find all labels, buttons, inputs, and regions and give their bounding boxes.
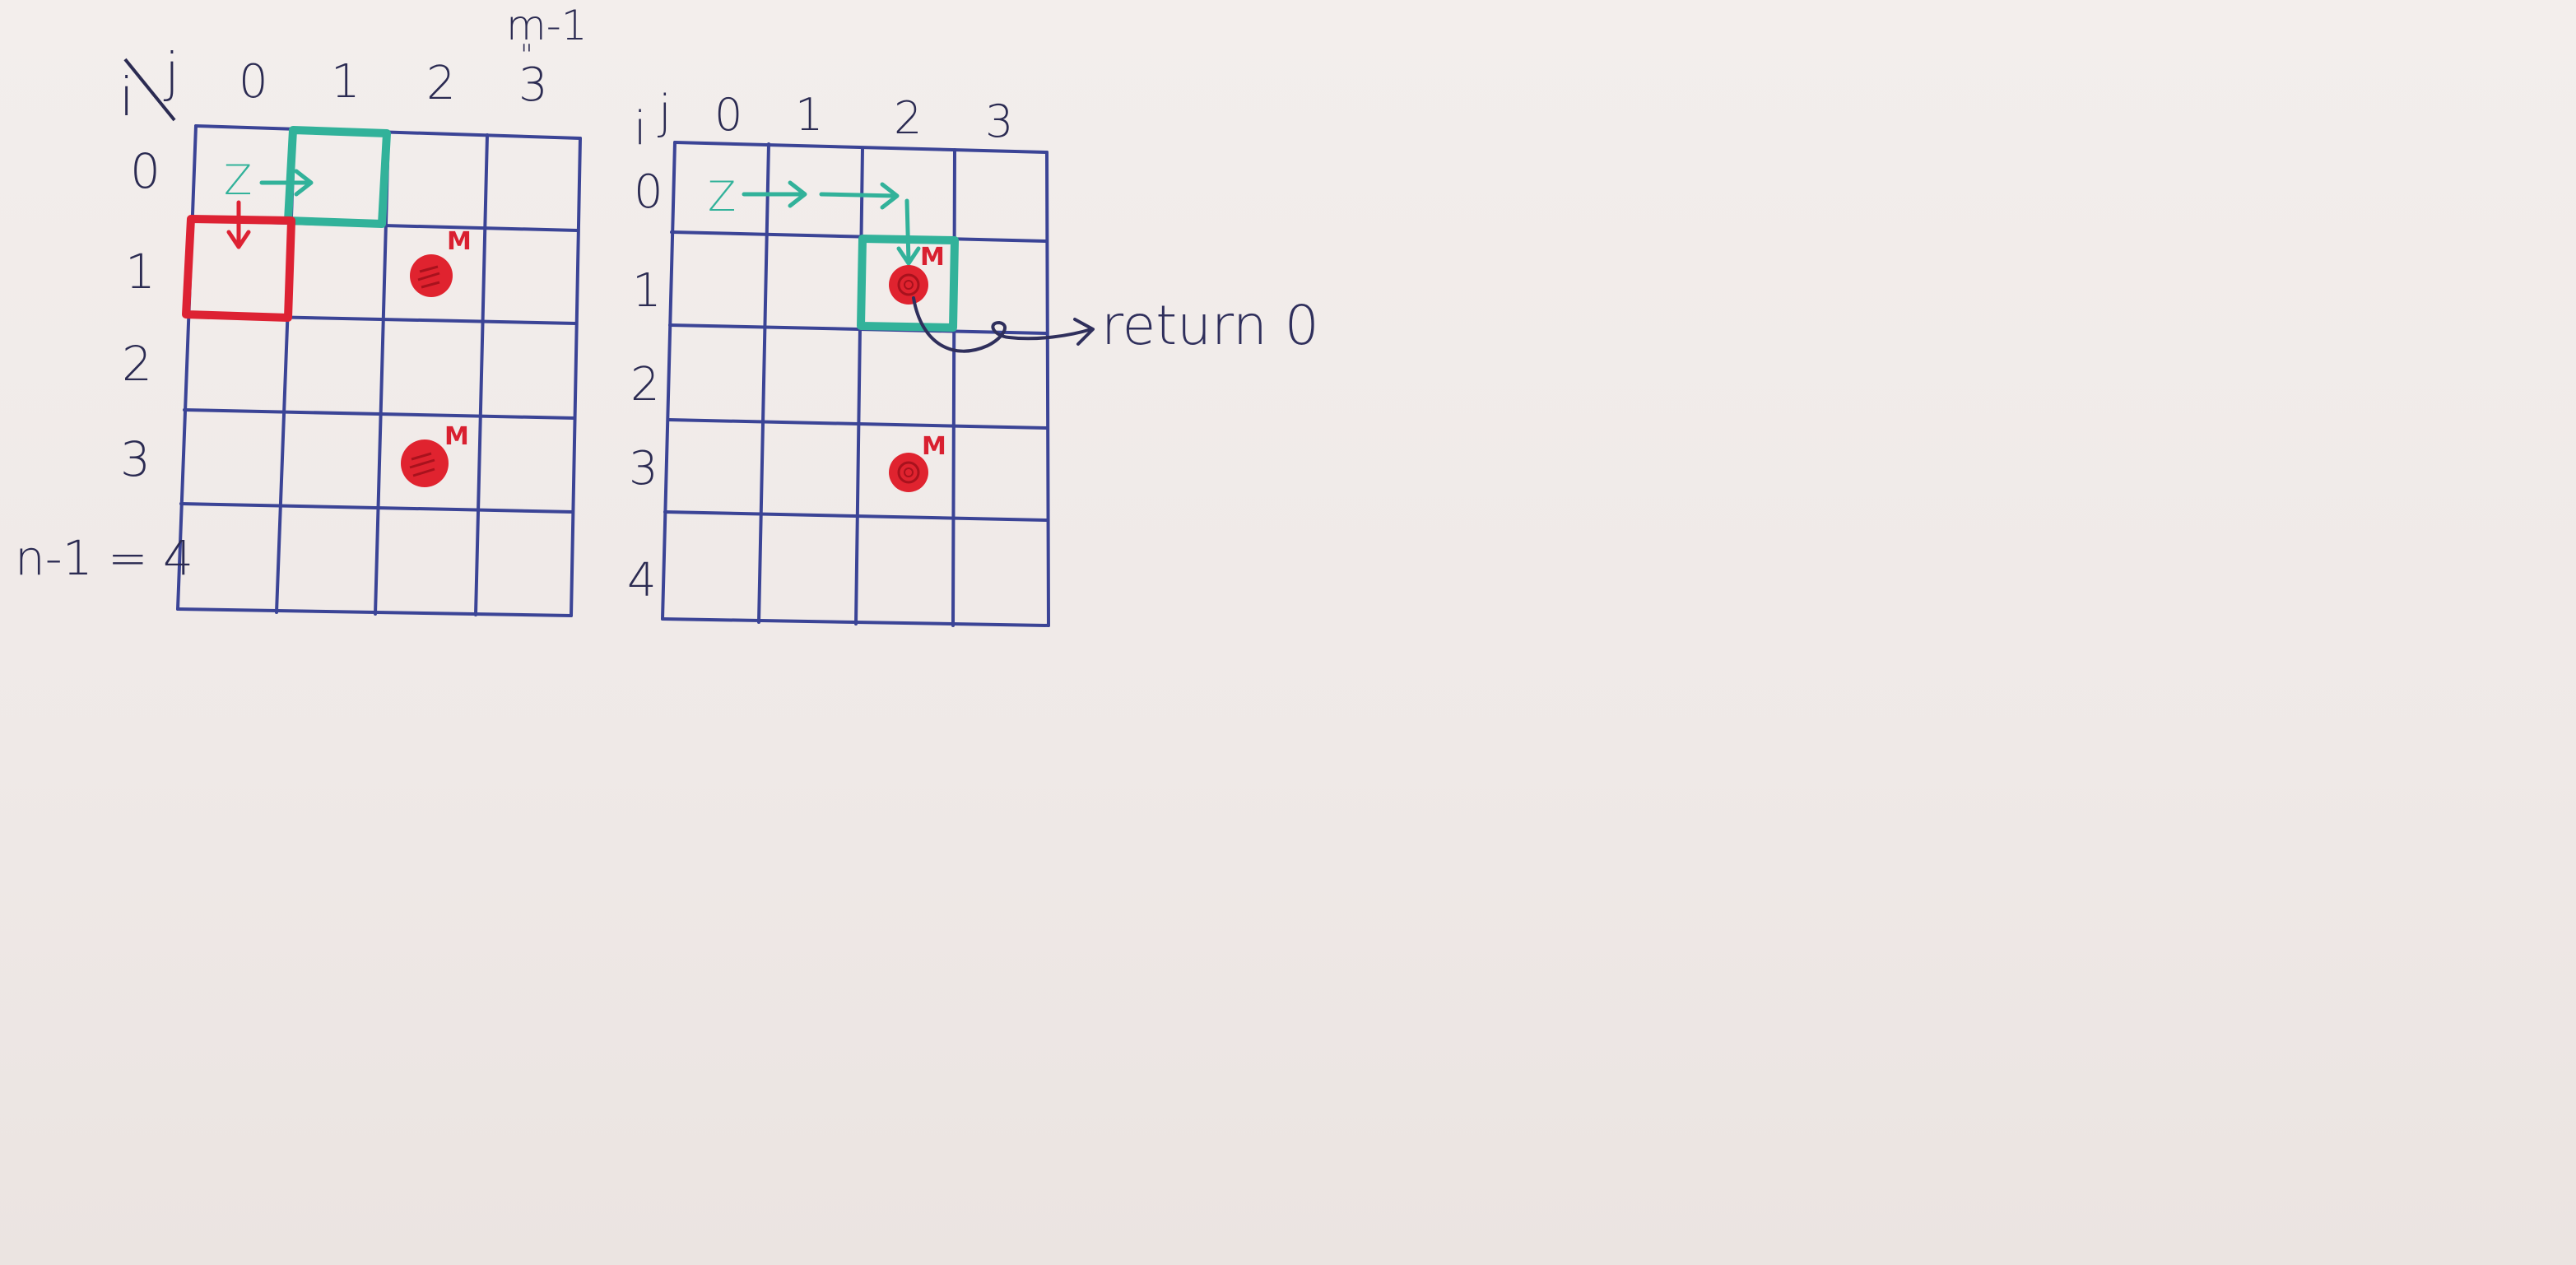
- monster-dot: [889, 453, 928, 492]
- right-row-label-2: 2: [630, 358, 660, 412]
- monster-dot: [889, 265, 928, 305]
- right-row-label-3: 3: [629, 442, 658, 495]
- right-start-marker: Z: [708, 173, 736, 221]
- left-col-label-0: 0: [239, 55, 268, 109]
- left-corner-i: i: [119, 67, 134, 128]
- left-col-label-3: 3: [518, 58, 548, 112]
- left-row-label-2: 2: [122, 336, 152, 392]
- left-col-label-2: 2: [426, 57, 456, 110]
- right-grid-lines: [661, 141, 1050, 627]
- return-arrow: [912, 296, 1095, 353]
- left-row-label-n-minus-1: n-1 = 4: [15, 530, 193, 586]
- right-path-arrow-2: [819, 182, 900, 210]
- right-path-arrow-down: [896, 198, 921, 266]
- left-corner-j: j: [163, 43, 179, 104]
- right-path-arrow-1: [742, 180, 807, 208]
- right-row-label-0: 0: [634, 165, 663, 219]
- left-col-equals-mark: ": [520, 39, 533, 72]
- monster-label: M: [922, 432, 946, 461]
- left-grid: i j 0 1 2 3 m-1 " 0 1 2 3 n-1 = 4 Z: [15, 2, 588, 617]
- right-col-label-1: 1: [795, 89, 823, 141]
- right-monster-2: M: [889, 432, 946, 492]
- right-corner-i: i: [634, 102, 647, 156]
- left-row-label-1: 1: [125, 244, 156, 300]
- left-monster-2: M: [401, 422, 469, 487]
- right-monster-1: M: [889, 243, 945, 305]
- left-monster-1: M: [410, 227, 472, 297]
- right-grid: i j 0 1 2 3 0 1 2 3 4 Z: [627, 86, 1319, 627]
- left-col-label-1: 1: [331, 55, 360, 109]
- right-col-label-0: 0: [714, 89, 742, 141]
- right-corner-j: j: [657, 86, 672, 139]
- right-col-label-2: 2: [894, 92, 922, 144]
- left-arrow-down: [226, 200, 251, 249]
- monster-label: M: [920, 243, 945, 272]
- monster-label: M: [444, 422, 469, 451]
- left-arrow-right: [259, 169, 314, 197]
- right-col-label-3: 3: [985, 95, 1013, 147]
- monster-label: M: [447, 227, 472, 256]
- left-corner-label: i j: [119, 43, 179, 128]
- return-label: return 0: [1101, 294, 1319, 357]
- right-row-label-1: 1: [632, 264, 662, 318]
- left-row-label-0: 0: [130, 143, 160, 199]
- left-corner-divider: [123, 58, 176, 122]
- left-highlight-cell-right: [284, 126, 391, 228]
- right-row-label-4: 4: [627, 554, 657, 607]
- right-highlight-cell: [857, 235, 959, 332]
- left-start-marker: Z: [224, 156, 252, 204]
- left-row-label-3: 3: [120, 431, 151, 487]
- left-col-note-m-minus-1: m-1: [506, 2, 588, 49]
- left-highlight-cell-down: [182, 215, 295, 322]
